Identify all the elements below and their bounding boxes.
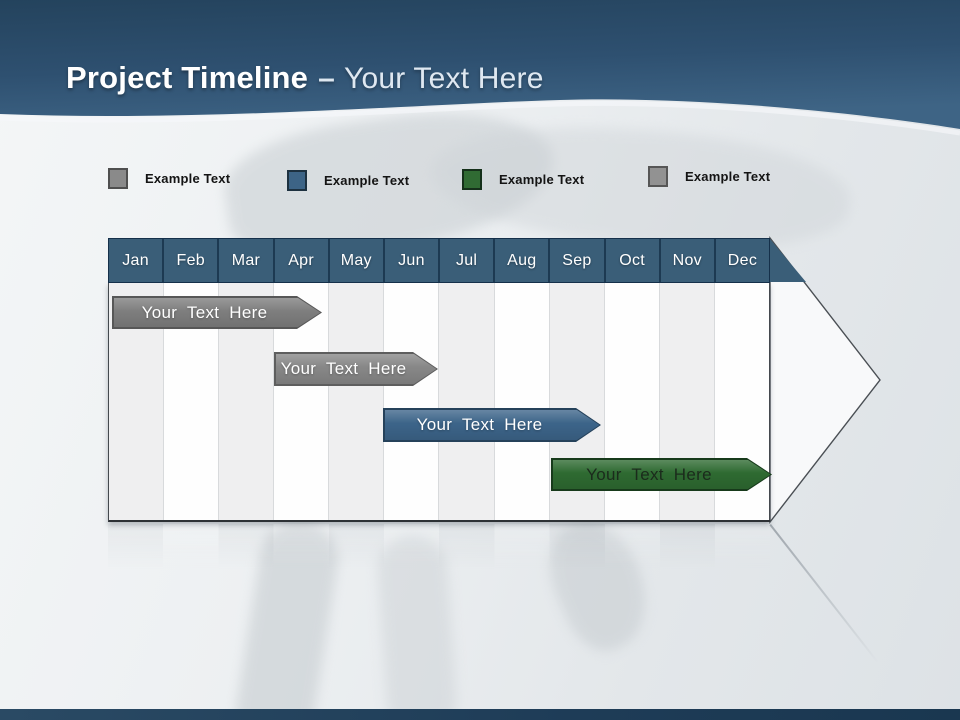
title-separator: – <box>318 62 335 95</box>
grid-column-jun <box>384 283 440 520</box>
legend-label: Example Text <box>324 173 410 188</box>
legend-item[interactable]: Example Text <box>648 166 770 187</box>
month-cell-jul[interactable]: Jul <box>440 239 496 282</box>
month-cell-dec[interactable]: Dec <box>727 251 758 269</box>
legend-swatch-gray <box>648 166 668 187</box>
timeline-bar-1-sheen <box>114 298 321 328</box>
legend-item[interactable]: Example Text <box>108 168 230 189</box>
month-cell-oct[interactable]: Oct <box>606 239 661 282</box>
timeline-bar-2-sheen <box>276 354 437 385</box>
grid-column-jul <box>439 283 495 520</box>
legend-label: Example Text <box>685 169 771 184</box>
arrow-reflection-line <box>769 524 879 664</box>
timeline-bar-4[interactable]: Your Text Here <box>551 458 772 491</box>
timeline-bar-4-fill <box>553 460 771 490</box>
timeline-bar-1-label: Your Text Here <box>141 302 268 322</box>
timeline-bar-3-fill <box>385 410 600 441</box>
month-cell-jan[interactable]: Jan <box>109 239 165 282</box>
page-title[interactable]: Project Timeline–Your Text Here <box>66 60 544 96</box>
timeline-bar-2-fill <box>276 354 437 385</box>
timeline-bar-2-label: Your Text Here <box>280 359 407 378</box>
timeline-bar-1[interactable]: Your Text Here <box>112 296 322 329</box>
title-placeholder: Your Text Here <box>344 62 544 95</box>
big-arrow-head <box>769 235 881 525</box>
month-cell-jun[interactable]: Jun <box>385 239 441 282</box>
timeline-bar-3[interactable]: Your Text Here <box>383 408 601 442</box>
legend-item[interactable]: Example Text <box>287 170 409 191</box>
month-header-row: Jan Feb Mar Apr May Jun Jul Aug Sep Oct … <box>108 238 770 283</box>
table-reflection <box>108 524 770 570</box>
legend-label: Example Text <box>145 171 231 186</box>
month-cell-mar[interactable]: Mar <box>219 239 275 282</box>
timeline-bar-2[interactable]: Your Text Here <box>274 352 438 386</box>
month-cell-nov[interactable]: Nov <box>661 239 716 282</box>
legend-swatch-gray <box>108 168 128 189</box>
legend-item[interactable]: Example Text <box>462 169 584 190</box>
footer-band <box>0 709 960 720</box>
timeline-bar-3-label: Your Text Here <box>416 415 543 434</box>
grid-column-aug <box>494 283 550 520</box>
month-cell-apr[interactable]: Apr <box>275 239 330 282</box>
month-cell-sep[interactable]: Sep <box>550 239 606 282</box>
month-cell-aug[interactable]: Aug <box>495 239 551 282</box>
month-header-arrow-notch <box>770 239 806 282</box>
timeline-bar-3-sheen <box>385 410 600 441</box>
timeline-bar-4-label: Your Text Here <box>586 464 712 484</box>
timeline-bar-4-sheen <box>553 460 771 490</box>
month-cell-may[interactable]: May <box>330 239 385 282</box>
legend-label: Example Text <box>499 172 585 187</box>
month-cell-feb[interactable]: Feb <box>164 239 220 282</box>
grid-column-may <box>329 283 385 520</box>
title-emphasis: Project Timeline <box>66 60 309 95</box>
legend-swatch-green <box>462 169 482 190</box>
legend-swatch-blue <box>287 170 307 191</box>
header-wave-band <box>0 0 960 136</box>
timeline-bar-1-fill <box>114 298 321 328</box>
